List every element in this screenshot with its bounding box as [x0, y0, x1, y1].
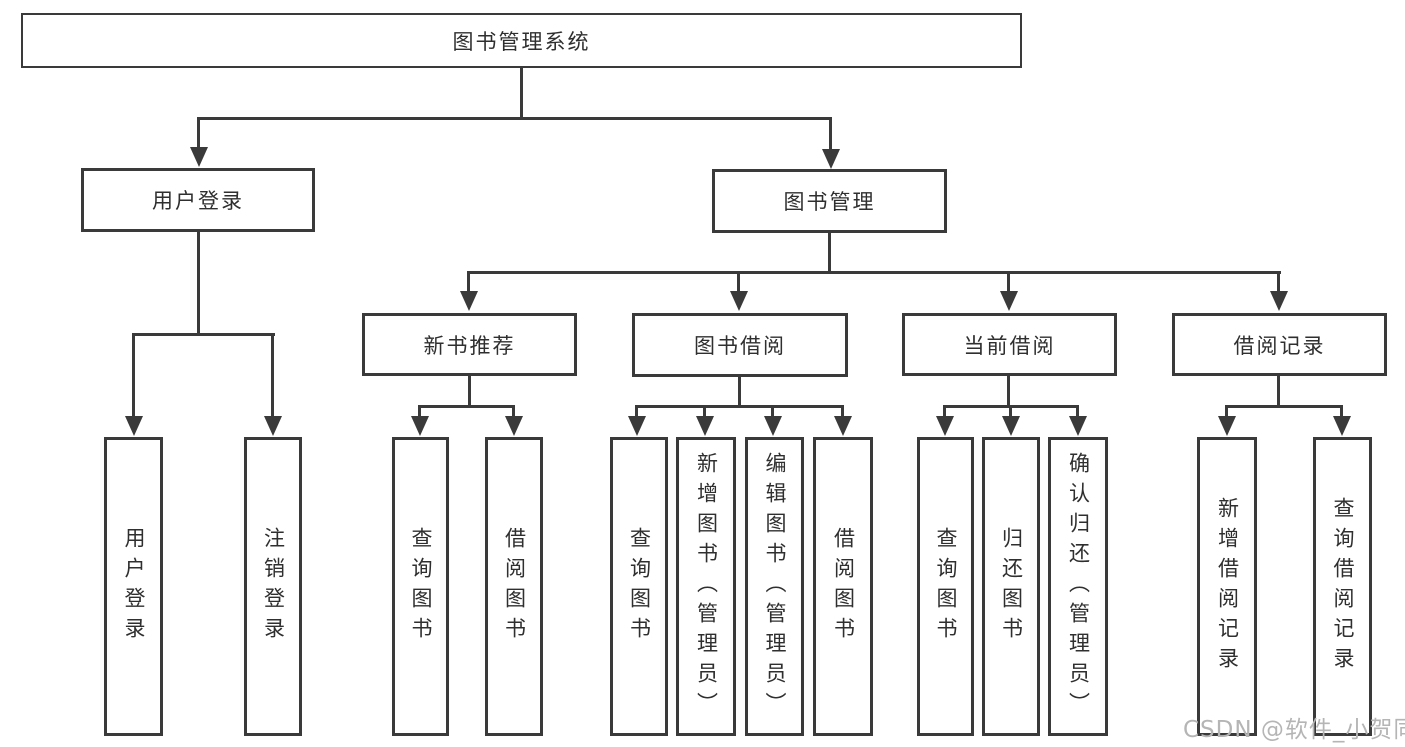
leaf-confirm-return-admin: 确认归还（管理员）	[1048, 437, 1108, 736]
arrow-down-icon	[841, 405, 844, 416]
arrow-down-icon	[737, 271, 740, 291]
leaf-query-borrow-record: 查询借阅记录	[1313, 437, 1372, 736]
node-book-borrowing: 图书借阅	[632, 313, 848, 377]
node-current-borrowing: 当前借阅	[902, 313, 1117, 376]
watermark: CSDN @软件_小贺同学	[1183, 717, 1405, 743]
arrow-down-icon	[771, 405, 774, 416]
arrow-down-icon	[703, 405, 706, 416]
leaf-add-borrow-record: 新增借阅记录	[1197, 437, 1257, 736]
node-user-login: 用户登录	[81, 168, 315, 232]
connector-line	[520, 68, 523, 119]
arrow-down-icon	[418, 405, 421, 416]
connector-line	[468, 375, 471, 408]
arrow-down-icon	[1007, 271, 1010, 291]
connector-line	[1277, 375, 1280, 408]
leaf-edit-book-admin: 编辑图书（管理员）	[745, 437, 804, 736]
node-library-system: 图书管理系统	[21, 13, 1022, 68]
connector-line	[132, 333, 275, 336]
arrow-down-icon	[943, 405, 946, 416]
connector-line	[738, 376, 741, 408]
connector-line	[828, 232, 831, 274]
node-new-book-recommend: 新书推荐	[362, 313, 577, 376]
leaf-borrow-books-recommend: 借阅图书	[485, 437, 543, 736]
connector-line	[418, 405, 515, 408]
leaf-query-books-borrowing: 查询图书	[610, 437, 668, 736]
connector-line	[1225, 405, 1343, 408]
arrow-down-icon	[1340, 405, 1343, 416]
arrow-down-icon	[1225, 405, 1228, 416]
leaf-borrow-books-borrowing: 借阅图书	[813, 437, 873, 736]
leaf-user-login: 用户登录	[104, 437, 163, 736]
connector-line	[1007, 375, 1010, 408]
leaf-add-book-admin: 新增图书（管理员）	[676, 437, 736, 736]
connector-line	[467, 271, 1281, 274]
arrow-down-icon	[197, 117, 200, 147]
arrow-down-icon	[829, 117, 832, 149]
arrow-down-icon	[512, 405, 515, 416]
arrow-down-icon	[271, 333, 274, 416]
connector-line	[635, 405, 844, 408]
node-book-management: 图书管理	[712, 169, 947, 233]
leaf-query-books-recommend: 查询图书	[392, 437, 449, 736]
arrow-down-icon	[132, 333, 135, 416]
node-borrowing-records: 借阅记录	[1172, 313, 1387, 376]
arrow-down-icon	[1076, 405, 1079, 416]
arrow-down-icon	[467, 271, 470, 291]
leaf-logout: 注销登录	[244, 437, 302, 736]
arrow-down-icon	[635, 405, 638, 416]
connector-line	[197, 231, 200, 336]
arrow-down-icon	[1277, 271, 1280, 291]
leaf-query-books-current: 查询图书	[917, 437, 974, 736]
arrow-down-icon	[1009, 405, 1012, 416]
leaf-return-book: 归还图书	[982, 437, 1040, 736]
connector-line	[197, 117, 832, 120]
